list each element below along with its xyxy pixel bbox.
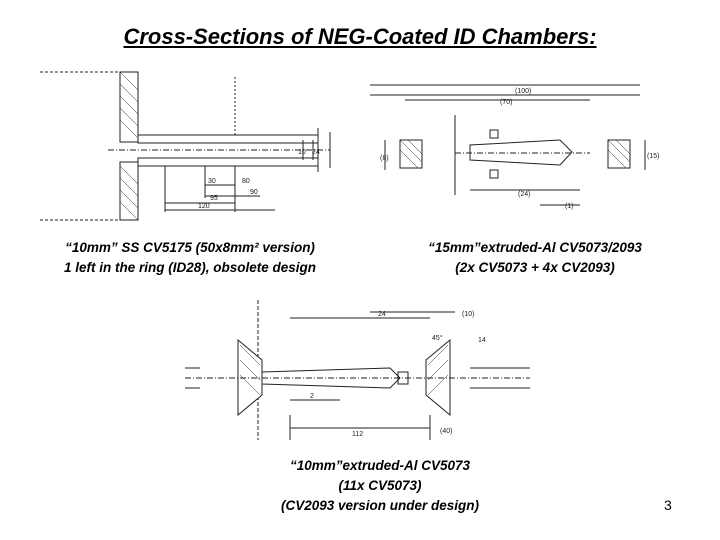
caption-left: “10mm” SS CV5175 (50x8mm² version) 1 lef… xyxy=(40,238,340,278)
page-title: Cross-Sections of NEG-Coated ID Chambers… xyxy=(123,24,597,49)
caption-bottom-line2: (11x CV5073) xyxy=(338,478,422,493)
page-number: 3 xyxy=(664,497,672,513)
chamber-lower-wall xyxy=(137,157,319,167)
dim-90: 90 xyxy=(250,189,258,196)
left-flange-lower xyxy=(119,161,139,221)
caption-right-line2: (2x CV5073 + 4x CV2093) xyxy=(455,260,615,275)
dim-100: (100) xyxy=(515,88,531,95)
dim-24b: (24) xyxy=(518,191,530,198)
drawing-15mm-al xyxy=(370,84,646,206)
caption-left-line1: “10mm” SS CV5175 (50x8mm² version) xyxy=(65,240,315,255)
dim-1: (1) xyxy=(565,203,574,210)
dim-14: 14 xyxy=(478,337,486,344)
dim-112: 112 xyxy=(352,431,363,438)
caption-bottom-line3: (CV2093 version under design) xyxy=(280,498,480,513)
caption-bottom-line1: “10mm”extruded-Al CV5073 xyxy=(289,458,471,473)
dim-24c: 24 xyxy=(378,311,386,318)
dim-15: (15) xyxy=(647,153,659,160)
dim-70: (70) xyxy=(500,99,512,106)
left-flange-upper xyxy=(119,71,139,143)
caption-right-line1: “15mm”extruded-Al CV5073/2093 xyxy=(428,240,642,255)
dim-10b: (10) xyxy=(462,311,474,318)
dim-24: 24 xyxy=(312,149,320,156)
drawing-10mm-al xyxy=(185,300,530,440)
dim-95: 95 xyxy=(210,195,218,202)
dim-10: 10 xyxy=(298,149,306,156)
caption-bottom: “10mm”extruded-Al CV5073 (11x CV5073) (C… xyxy=(255,456,505,516)
dim-8: (8) xyxy=(380,155,389,162)
right-flange-right xyxy=(607,139,631,169)
dim-120: 120 xyxy=(198,203,210,210)
dim-2: 2 xyxy=(310,393,314,400)
dim-30: 30 xyxy=(208,178,216,185)
dim-45deg: 45° xyxy=(432,334,443,342)
dim-40: (40) xyxy=(440,428,452,435)
bottom-flange-left xyxy=(237,338,263,417)
chamber-upper-wall xyxy=(137,134,319,144)
right-flange-left xyxy=(399,139,423,169)
caption-left-line2: 1 left in the ring (ID28), obsolete desi… xyxy=(63,260,317,275)
right-extrusion-profile xyxy=(469,139,573,166)
drawing-ss-chamber xyxy=(40,71,331,221)
caption-right: “15mm”extruded-Al CV5073/2093 (2x CV5073… xyxy=(395,238,675,278)
dim-80: 80 xyxy=(242,178,250,185)
bottom-extrusion-profile xyxy=(261,367,401,389)
